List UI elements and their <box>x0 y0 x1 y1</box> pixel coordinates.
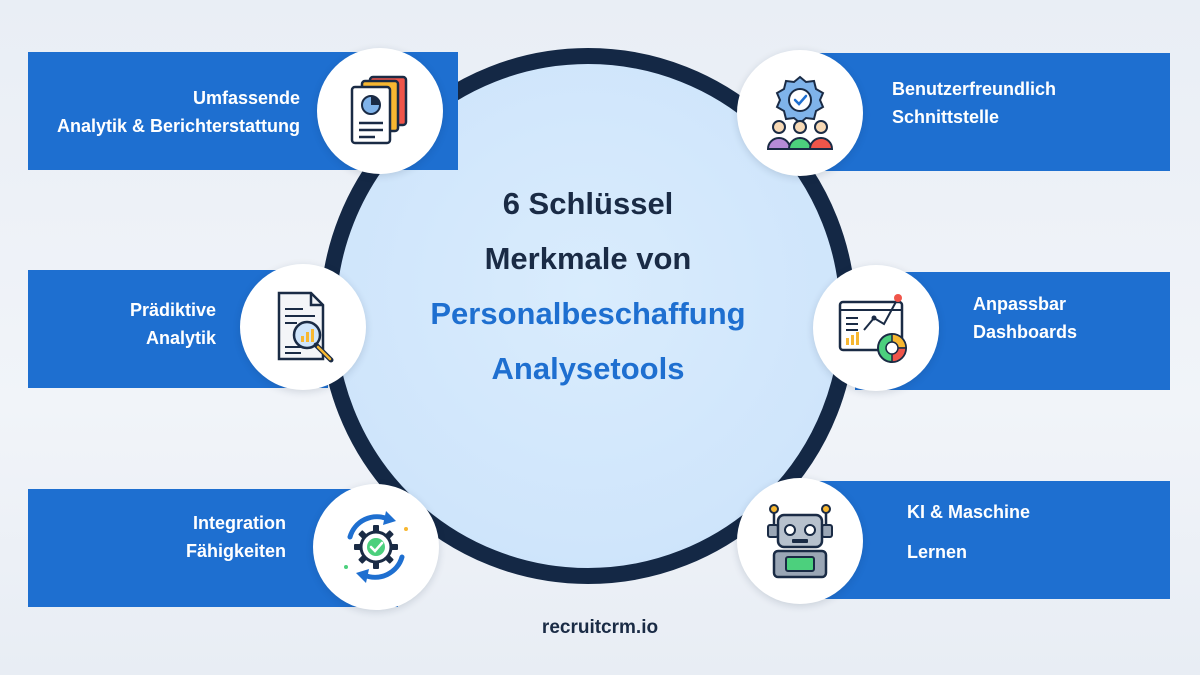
center-title: 6 Schlüssel Merkmale von Personalbeschaf… <box>330 176 846 396</box>
feature-dashboards-line2: Dashboards <box>973 322 1078 342</box>
feature-reporting-line2: Analytik & Berichterstattung <box>56 116 300 136</box>
center-title-line1: 6 Schlüssel <box>502 186 674 221</box>
center-title-line4: Analysetools <box>491 351 685 386</box>
feature-dashboards-line1: Anpassbar <box>973 294 1067 314</box>
report-documents-icon <box>317 48 443 174</box>
feature-ai-line1: KI & Maschine <box>907 502 1031 522</box>
feature-usability-line1: Benutzerfreundlich <box>892 79 1057 99</box>
feature-ai-line2: Lernen <box>907 542 968 562</box>
feature-usability-line2: Schnittstelle <box>892 107 1000 127</box>
team-badge-icon <box>737 50 863 176</box>
feature-integration-line2: Fähigkeiten <box>185 541 286 561</box>
gear-cycle-icon <box>313 484 439 610</box>
robot-icon <box>737 478 863 604</box>
feature-reporting-line1: Umfassende <box>192 88 300 108</box>
document-magnifier-icon <box>240 264 366 390</box>
feature-predictive-line1: Prädiktive <box>129 300 216 320</box>
footer-brand: recruitcrm.io <box>541 617 659 638</box>
dashboard-chart-icon <box>813 265 939 391</box>
feature-integration-line1: Integration <box>193 513 286 533</box>
center-title-line3: Personalbeschaffung <box>430 296 746 331</box>
center-title-line2: Merkmale von <box>484 241 692 276</box>
feature-predictive-line2: Analytik <box>145 328 216 348</box>
